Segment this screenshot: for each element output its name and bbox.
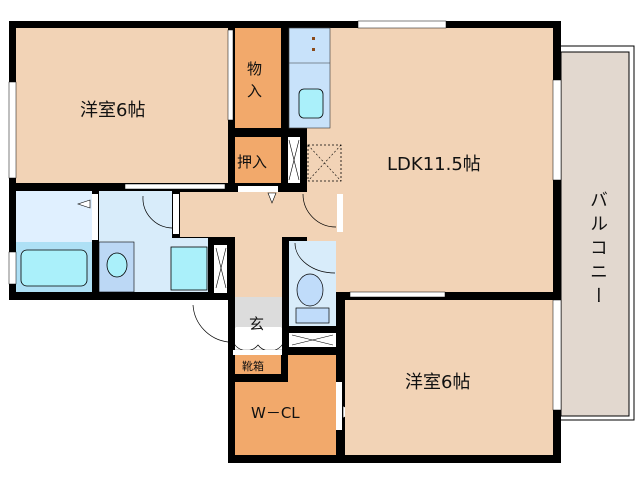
window [357,20,447,29]
room-label-closet: 押入 [237,153,268,171]
hallway-floor [180,192,337,237]
room-label-storage: 物入 [247,60,263,100]
window [552,299,562,411]
fridge-space [307,144,342,182]
ldk-floor [307,28,553,292]
window [8,81,17,179]
sliding-door [227,29,234,121]
washbasin [170,246,208,291]
window [552,79,562,181]
room-label-shoe-box: 靴箱 [242,360,264,373]
room-label-bedroom-1: 洋室6帖 [80,100,146,121]
room-label-ldk: LDK11.5帖 [387,154,481,175]
bedroom-1-floor [16,28,228,183]
room-label-entrance: 玄 [249,315,265,333]
toilet [296,273,324,307]
room-label-walk-in-closet: W－CL [251,404,300,422]
bedroom-2-floor [345,300,553,455]
storage-floor [235,28,281,128]
walk-in-closet-floor [235,355,336,455]
room-label-bedroom-2: 洋室6帖 [405,372,471,393]
sliding-door [349,291,446,298]
closet-floor [235,137,281,183]
room-label-balcony: バルコニー [587,190,608,310]
window [8,251,17,285]
shoe-box [235,355,281,374]
sliding-door [124,183,226,190]
